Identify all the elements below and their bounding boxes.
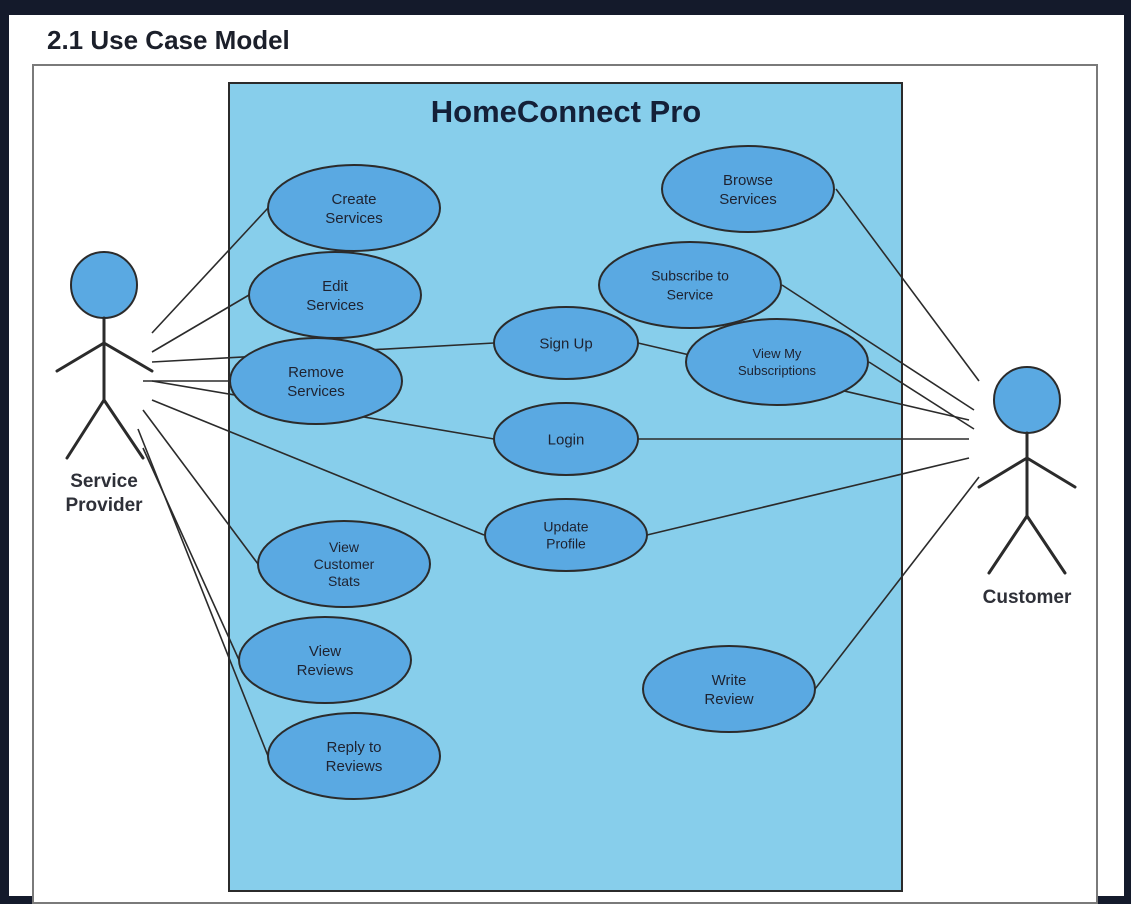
usecase-ellipse <box>598 241 782 329</box>
actor-label: Provider <box>65 495 143 516</box>
usecase-label: Stats <box>328 573 360 589</box>
usecase-label: Edit <box>322 278 349 295</box>
usecase-label: Create <box>331 191 376 208</box>
usecase-ellipse <box>661 145 835 233</box>
usecase-ellipse <box>238 616 412 704</box>
association-line <box>781 284 975 411</box>
usecase-sign-up[interactable]: Sign Up <box>493 306 639 380</box>
association-line <box>137 428 269 757</box>
association-line <box>151 294 250 353</box>
usecase-label: Customer <box>314 556 375 572</box>
usecase-ellipse <box>484 498 648 572</box>
usecase-label: Update <box>543 518 588 534</box>
usecase-label: Subscriptions <box>738 363 817 378</box>
actor-customer[interactable]: Customer <box>977 366 1077 608</box>
usecase-subscribe-to-service[interactable]: Subscribe to Service <box>598 241 782 329</box>
usecase-label: View <box>329 539 360 555</box>
usecase-ellipse <box>685 318 869 406</box>
association-line <box>151 399 485 536</box>
usecase-label: View My <box>753 346 802 361</box>
actor-head <box>70 251 138 319</box>
usecase-label: Reply to <box>326 739 381 756</box>
usecase-ellipse <box>267 164 441 252</box>
usecase-label: View <box>309 643 341 660</box>
usecase-label: Browse <box>723 172 773 189</box>
usecase-ellipse <box>267 712 441 800</box>
actor-leg <box>65 398 106 460</box>
system-title: HomeConnect Pro <box>431 94 701 129</box>
association-line <box>142 409 259 565</box>
usecase-ellipse <box>229 337 403 425</box>
association-line <box>814 476 980 690</box>
usecase-label: Services <box>325 210 383 227</box>
actor-head <box>993 366 1061 434</box>
usecase-label: Services <box>287 383 345 400</box>
actor-leg <box>102 398 145 460</box>
actor-arm <box>977 456 1029 489</box>
actor-arm <box>1025 456 1077 489</box>
usecase-ellipse <box>248 251 422 339</box>
usecase-label: Review <box>704 691 753 708</box>
actor-leg <box>1025 514 1067 575</box>
usecase-ellipse <box>493 402 639 476</box>
section-title: 2.1 Use Case Model <box>47 25 290 55</box>
association-line <box>835 188 980 382</box>
usecase-label: Services <box>306 297 364 314</box>
usecase-label: Reviews <box>297 662 354 679</box>
usecase-ellipse <box>257 520 431 608</box>
actor-label: Service <box>70 471 138 492</box>
actor-arm <box>102 341 154 373</box>
association-line <box>151 207 269 334</box>
usecase-label: Service <box>667 286 714 302</box>
usecase-label: Remove <box>288 364 344 381</box>
actor-label: Customer <box>983 587 1072 608</box>
usecase-ellipse <box>642 645 816 733</box>
actor-arm <box>55 341 106 373</box>
usecase-ellipse <box>493 306 639 380</box>
association-line <box>646 457 970 536</box>
usecase-label: Reviews <box>326 758 383 775</box>
usecase-view-my-subscriptions[interactable]: View My Subscriptions <box>685 318 869 406</box>
usecase-label: Write <box>712 672 747 689</box>
usecase-reply-to-reviews[interactable]: Reply to Reviews <box>267 712 441 800</box>
usecase-label: Subscribe to <box>651 267 729 283</box>
usecase-label: Services <box>719 191 777 208</box>
usecase-label: Login <box>548 431 585 448</box>
usecase-login[interactable]: Login <box>493 402 639 476</box>
usecase-label: Sign Up <box>539 335 592 352</box>
usecase-label: Profile <box>546 535 586 551</box>
actor-leg <box>987 514 1029 575</box>
